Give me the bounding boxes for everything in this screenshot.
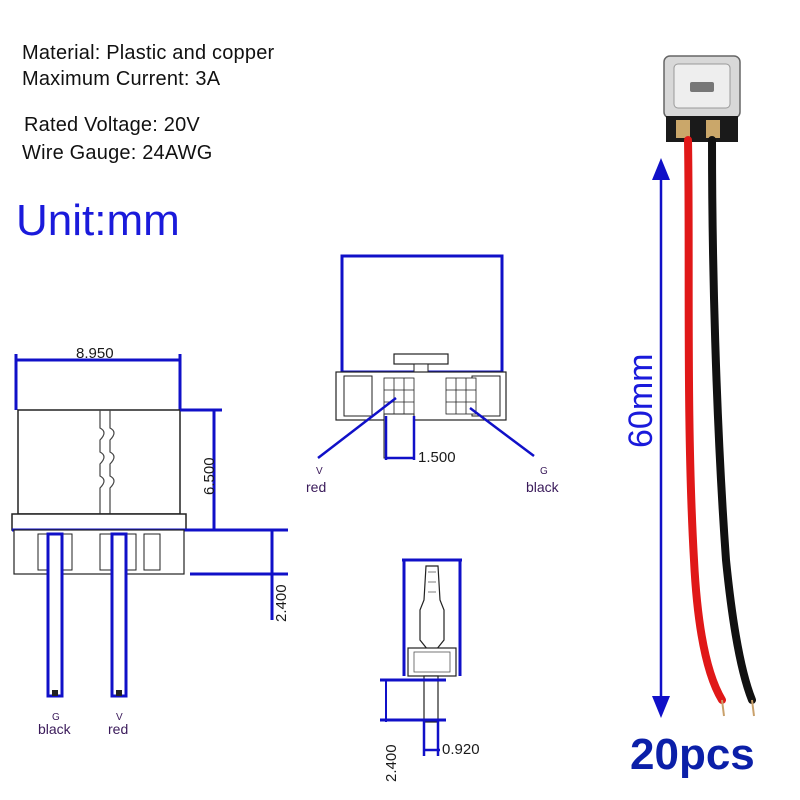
- top-housing: [340, 254, 504, 374]
- pin-ground: [46, 532, 64, 698]
- spec-rated-voltage: Rated Voltage: 20V: [24, 114, 200, 136]
- front-height-dimension: 6.500: [201, 457, 218, 495]
- top-left-color: red: [306, 479, 326, 495]
- top-view: 1.500 V red G black: [306, 254, 560, 495]
- front-pin-left-color: black: [38, 721, 72, 737]
- spec-material: Material: Plastic and copper: [22, 42, 275, 64]
- spec-max-current: Maximum Current: 3A: [22, 68, 221, 90]
- pin-vcc: [110, 532, 128, 698]
- length-label: 60mm: [622, 354, 660, 448]
- unit-label: Unit:mm: [16, 196, 180, 245]
- front-pin-left-code: G: [52, 712, 60, 723]
- connector-housing: [17, 409, 181, 515]
- black-wire: [708, 136, 756, 704]
- side-pin-width-dimension: 0.920: [442, 741, 480, 758]
- spec-wire-gauge: Wire Gauge: 24AWG: [22, 142, 213, 164]
- front-pin-dimension: 2.400: [273, 584, 290, 622]
- product-image: 60mm: [622, 55, 756, 718]
- front-width-dimension: 8.950: [76, 345, 114, 362]
- top-pitch-dimension: 1.500: [418, 449, 456, 466]
- red-wire: [684, 136, 726, 704]
- quantity-label: 20pcs: [630, 730, 755, 779]
- front-view: 8.950 6.500 2.400 G black V red: [11, 345, 290, 737]
- side-view: 2.400 0.920: [380, 558, 480, 782]
- front-pin-right-color: red: [108, 721, 128, 737]
- top-right-code: G: [540, 466, 548, 477]
- front-pin-right-code: V: [116, 712, 123, 723]
- top-left-code: V: [316, 466, 323, 477]
- top-right-color: black: [526, 479, 560, 495]
- side-pin-length-dimension: 2.400: [383, 744, 400, 782]
